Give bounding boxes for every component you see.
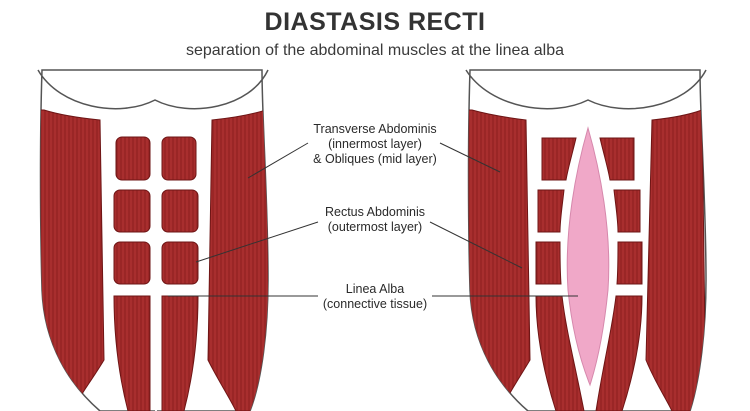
label-rectus-line2: (outermost layer) [327, 220, 423, 234]
diastasis-abdomen-illustration [465, 69, 707, 411]
separated-linea-alba [566, 126, 610, 387]
leader-rectus-left [195, 221, 319, 263]
right-rectus-segments [535, 137, 643, 411]
label-transverse-line3: & Obliques (mid layer) [313, 152, 437, 166]
diagram-title: DIASTASIS RECTI [264, 8, 486, 36]
leader-rectus-right [429, 221, 523, 269]
label-linea-line2: (connective tissue) [322, 297, 428, 311]
label-transverse-line2: (innermost layer) [328, 137, 422, 151]
left-oblique-muscle-a [40, 109, 105, 411]
right-chest-outline [465, 69, 707, 110]
label-transverse-line1: Transverse Abdominis [313, 122, 437, 136]
label-rectus-line1: Rectus Abdominis [324, 205, 426, 219]
leader-transverse-right [439, 142, 501, 173]
left-rectus-segments [113, 136, 199, 411]
left-chest-outline [37, 69, 269, 110]
right-oblique-muscle-b [645, 109, 706, 411]
label-linea-alba: Linea Alba (connective tissue) [300, 282, 450, 312]
label-rectus-abdominis: Rectus Abdominis (outermost layer) [300, 205, 450, 235]
leader-lines [168, 142, 578, 297]
right-oblique-muscle-a [468, 109, 531, 411]
label-linea-line1: Linea Alba [345, 282, 405, 296]
normal-abdomen-illustration [37, 69, 269, 411]
left-oblique-muscle-b [207, 109, 268, 411]
label-transverse-abdominis: Transverse Abdominis (innermost layer) &… [300, 122, 450, 167]
diagram-subtitle: separation of the abdominal muscles at t… [185, 42, 564, 59]
leader-transverse-left [247, 142, 309, 179]
